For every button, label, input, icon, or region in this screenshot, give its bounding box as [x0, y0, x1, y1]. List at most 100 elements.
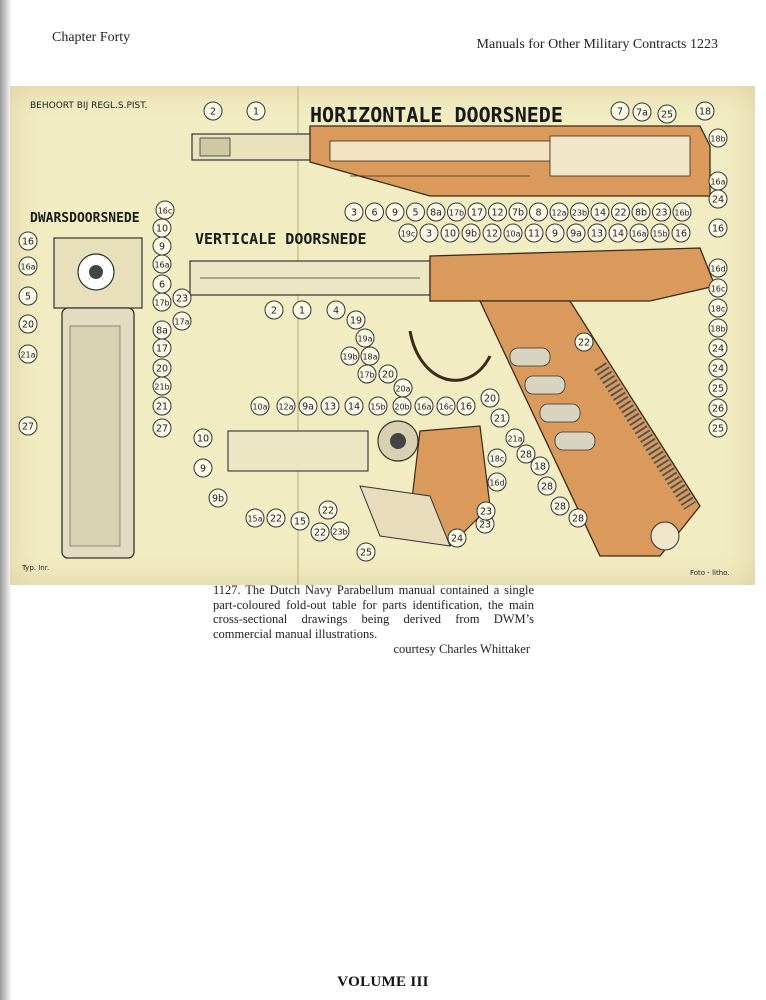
svg-text:15: 15: [294, 517, 306, 528]
callout-lower-8: 16c: [436, 396, 456, 416]
callout-right-5: 24: [708, 358, 728, 378]
svg-text:28: 28: [520, 450, 532, 461]
callout-center-11: 20: [480, 388, 500, 408]
svg-text:19c: 19c: [401, 230, 416, 239]
callout-center-4: 19a: [355, 328, 375, 348]
callout-lower-17: 23b: [330, 521, 350, 541]
litho-mark: Foto - litho.: [690, 569, 730, 577]
svg-text:20: 20: [382, 370, 394, 381]
callout-lower-1: 12a: [276, 396, 296, 416]
callout-center-18: 28: [568, 508, 588, 528]
callout-center-7: 17b: [357, 364, 377, 384]
callout-left-0: 16c: [155, 200, 175, 220]
vertical-section-drawing: [189, 247, 716, 557]
svg-text:27: 27: [156, 424, 168, 435]
svg-text:16: 16: [22, 237, 34, 248]
callout-lower-4: 14: [344, 396, 364, 416]
svg-text:20a: 20a: [395, 385, 410, 394]
svg-text:18b: 18b: [710, 325, 725, 334]
callout-row2-7: 9: [545, 223, 565, 243]
svg-text:16a: 16a: [416, 403, 431, 412]
callout-row2-12: 15b: [650, 223, 670, 243]
callout-lower-0: 10a: [250, 396, 270, 416]
svg-text:10: 10: [156, 224, 168, 235]
svg-text:28: 28: [572, 514, 584, 525]
svg-text:18: 18: [699, 107, 711, 118]
svg-text:23: 23: [655, 208, 667, 219]
callout-right-1: 16c: [708, 278, 728, 298]
svg-text:10a: 10a: [252, 403, 267, 412]
callout-mid-0: 3: [344, 202, 364, 222]
callout-row2-0: 19c: [398, 223, 418, 243]
svg-text:22: 22: [578, 338, 590, 349]
svg-text:19a: 19a: [357, 335, 372, 344]
svg-text:16a: 16a: [631, 230, 646, 239]
svg-text:25: 25: [712, 384, 724, 395]
title-transverse-section: DWARSDOORSNEDE: [30, 211, 140, 226]
callout-center-17: 28: [550, 496, 570, 516]
callout-lower-12: 9b: [208, 488, 228, 508]
svg-text:23b: 23b: [332, 528, 347, 537]
callout-lower-24: 25: [356, 542, 376, 562]
title-vertical-section: VERTICALE DOORSNEDE: [195, 230, 367, 248]
callout-center-3: 19: [346, 310, 366, 330]
callout-lower-6: 20b: [392, 396, 412, 416]
svg-text:17b: 17b: [449, 209, 464, 218]
svg-text:16c: 16c: [158, 207, 173, 216]
svg-text:3: 3: [351, 208, 357, 219]
svg-text:17a: 17a: [174, 318, 189, 327]
callout-lower-10: 10: [193, 428, 213, 448]
callout-lower-22: 23: [476, 501, 496, 521]
svg-text:14: 14: [348, 402, 360, 413]
callout-lower-23: 24: [447, 528, 467, 548]
callout-top-6: 18b: [708, 128, 728, 148]
callout-lower-15: 15: [290, 511, 310, 531]
callout-top-0: 2: [203, 101, 223, 121]
callout-center-8: 20: [378, 364, 398, 384]
svg-text:23: 23: [479, 520, 491, 531]
svg-text:12a: 12a: [551, 209, 566, 218]
svg-text:10: 10: [444, 229, 456, 240]
svg-text:17b: 17b: [154, 299, 169, 308]
callout-mid-14: 8b: [631, 202, 651, 222]
callout-mid-4: 8a: [426, 202, 446, 222]
callout-top-5: 18: [695, 101, 715, 121]
callout-left-8: 17b: [152, 292, 172, 312]
callout-mid-2: 9: [385, 202, 405, 222]
callout-left-17: 21: [152, 396, 172, 416]
svg-text:17: 17: [471, 208, 483, 219]
callout-lower-2: 9a: [298, 396, 318, 416]
svg-text:9b: 9b: [212, 494, 224, 505]
svg-text:24: 24: [712, 364, 724, 375]
svg-text:8a: 8a: [156, 326, 168, 337]
svg-text:27: 27: [22, 422, 34, 433]
svg-text:21: 21: [156, 402, 168, 413]
svg-text:20: 20: [156, 364, 168, 375]
callout-mid-16: 16b: [672, 202, 692, 222]
callout-right-8: 25: [708, 418, 728, 438]
svg-text:9: 9: [159, 242, 165, 253]
callout-lower-9: 16: [456, 396, 476, 416]
callout-row2-1: 3: [419, 223, 439, 243]
plate-owner-text: BEHOORT BIJ REGL.S.PIST.: [30, 101, 148, 111]
svg-text:28: 28: [554, 502, 566, 513]
svg-text:16a: 16a: [710, 178, 725, 187]
svg-text:21a: 21a: [507, 435, 522, 444]
svg-text:22: 22: [270, 514, 282, 525]
callout-left-13: 17: [152, 338, 172, 358]
svg-text:25: 25: [360, 548, 372, 559]
svg-text:9a: 9a: [302, 402, 314, 413]
svg-text:2: 2: [210, 107, 216, 118]
svg-text:12a: 12a: [278, 403, 293, 412]
svg-text:16d: 16d: [710, 265, 725, 274]
callout-center-1: 1: [292, 300, 312, 320]
svg-text:3: 3: [426, 229, 432, 240]
callout-top-2: 7: [610, 101, 630, 121]
svg-text:7: 7: [617, 107, 623, 118]
svg-text:16: 16: [460, 402, 472, 413]
callout-mid-10: 12a: [549, 202, 569, 222]
svg-text:16a: 16a: [20, 263, 35, 272]
callout-left-6: 5: [18, 286, 38, 306]
transverse-section-drawing: [53, 237, 143, 559]
